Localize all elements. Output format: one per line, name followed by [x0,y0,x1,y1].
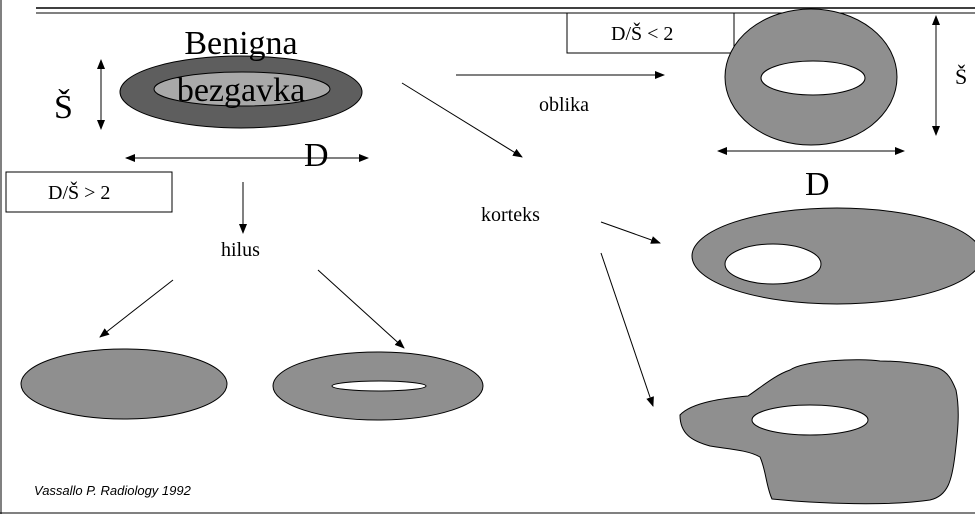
korteks-arrow [401,82,523,158]
ratio-lt-label: D/Š < 2 [611,21,673,45]
ratio-lt-box [566,12,735,54]
round-node-hilum [760,60,866,96]
ratio-gt-label: D/Š > 2 [48,180,110,204]
irregular-node-hilum [751,404,869,436]
round-node [724,8,898,146]
eccentric-node-hilum [724,243,822,285]
length-symbol-right: D [805,166,830,203]
hilus-label: hilus [221,239,260,261]
width-symbol-left: Š [54,88,73,126]
node-with-narrow-hilum [272,351,484,421]
length-symbol-left: D [304,137,329,174]
korteks-arrow-to-irregular [600,252,654,407]
citation: Vassallo P. Radiology 1992 [34,483,192,498]
node-hilum-light [153,71,331,107]
korteks-label: korteks [481,204,540,226]
ratio-gt-box [5,171,173,213]
title-line2: bezgavka [177,72,305,109]
korteks-arrow-to-eccentric [600,221,661,244]
width-symbol-right: Š [955,64,967,89]
narrow-hilum-node-hilum [331,380,427,392]
node-without-hilum [20,348,228,420]
irregular-cortex-node [679,359,959,505]
title-line1: Benigna [184,25,297,62]
eccentric-cortex-node [691,207,975,305]
oblika-label: oblika [539,94,589,116]
benign-node [119,55,363,129]
hilus-arrow-right [317,269,405,349]
hilus-arrow-left [99,279,174,338]
